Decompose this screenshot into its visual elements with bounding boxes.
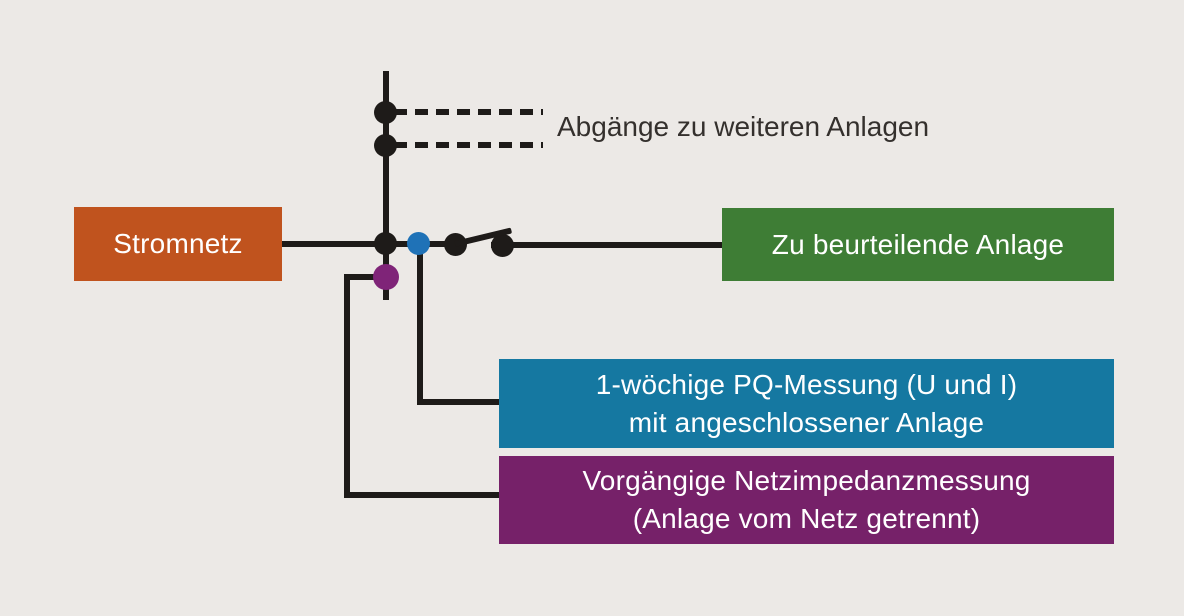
stromnetz-box: Stromnetz — [74, 207, 282, 281]
feeder-tap-lower-node — [374, 134, 397, 157]
stromnetz-label: Stromnetz — [113, 228, 243, 259]
pq-connector-vertical — [417, 243, 423, 405]
feeder-tap-upper-node — [374, 101, 397, 124]
impedanz-box: Vorgängige Netzimpedanzmessung (Anlage v… — [499, 456, 1114, 544]
anlage-box: Zu beurteilende Anlage — [722, 208, 1114, 281]
pq-tap-node — [407, 232, 430, 255]
impedanz-connector-left — [344, 274, 386, 280]
main-line-right-segment — [491, 242, 722, 248]
bus-vertical-line — [383, 71, 389, 300]
main-line-left-segment — [279, 241, 466, 247]
main-junction-node — [374, 232, 397, 255]
impedanz-connector-bottom — [344, 492, 499, 498]
impedanz-tap-node — [373, 264, 399, 290]
impedanz-connector-vertical — [344, 274, 350, 498]
switch-contact-right-node — [491, 234, 514, 257]
pq-label-line1: 1-wöchige PQ-Messung (U und I) — [595, 368, 1018, 400]
pq-connector-horizontal — [417, 399, 499, 405]
feeder-annotation-label: Abgänge zu weiteren Anlagen — [557, 111, 930, 142]
impedanz-label-line2: (Anlage vom Netz getrennt) — [632, 503, 981, 534]
impedanz-label-line1: Vorgängige Netzimpedanzmessung — [582, 465, 1031, 496]
pq-label-line2: mit angeschlossener Anlage — [628, 406, 985, 438]
feeder-dashed-line-lower — [394, 142, 543, 148]
feeder-dashed-line-upper — [394, 109, 543, 115]
pq-box: 1-wöchige PQ-Messung (U und I) mit anges… — [499, 359, 1114, 448]
anlage-label: Zu beurteilende Anlage — [771, 228, 1065, 260]
